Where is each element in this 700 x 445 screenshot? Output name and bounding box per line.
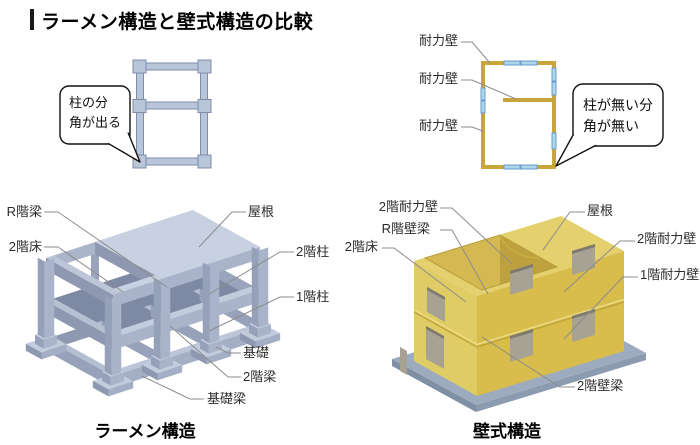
plan-window-openings bbox=[480, 60, 557, 170]
plan-column-right bbox=[200, 65, 208, 163]
label-foundation: 基礎 bbox=[243, 345, 270, 360]
bubble-line: 角が出る bbox=[69, 115, 122, 130]
label-2f-floor-left: 2階床 bbox=[8, 239, 42, 254]
plan-beam-top bbox=[135, 62, 209, 71]
page-title: ラーメン構造と壁式構造の比較 bbox=[41, 12, 314, 33]
label-roof-right: 屋根 bbox=[587, 203, 614, 218]
roof-beam bbox=[113, 279, 162, 307]
wall-3d-diagram bbox=[392, 216, 646, 412]
plan-joint bbox=[132, 59, 147, 74]
plan-joint bbox=[197, 154, 212, 169]
plan-joint bbox=[197, 59, 212, 74]
plan-bearing-walls bbox=[481, 61, 556, 169]
caption-wall: 壁式構造 bbox=[473, 422, 541, 441]
label-roof-left: 屋根 bbox=[248, 204, 275, 219]
label-foundation-beam: 基礎梁 bbox=[207, 391, 247, 406]
second-floor-beam-left bbox=[46, 301, 113, 350]
rahmen-3d-diagram bbox=[25, 210, 281, 397]
base-slab-edge bbox=[476, 353, 646, 412]
label-2f-bearing-wall-left: 2階耐力壁 bbox=[378, 199, 438, 214]
second-floor-beam-left bbox=[46, 298, 121, 338]
speech-bubble-left bbox=[59, 85, 141, 163]
plan-inner-wall bbox=[503, 98, 556, 102]
label-2f-wall-beam: 2階壁梁 bbox=[577, 378, 624, 393]
plan-joint bbox=[197, 99, 212, 113]
title-accent-bar bbox=[30, 9, 34, 30]
label-2f-bearing-wall-right: 2階耐力壁 bbox=[637, 231, 697, 246]
speech-bubble-left-text: 柱の分 角が出る bbox=[69, 93, 121, 133]
base-slab-edge bbox=[392, 359, 476, 412]
roof-slab bbox=[95, 210, 260, 279]
label-2f-column: 2階柱 bbox=[296, 244, 330, 259]
label-r-wall-beam: R階壁梁 bbox=[381, 221, 430, 236]
label-2f-floor-right: 2階床 bbox=[344, 239, 378, 254]
plan-joint bbox=[132, 99, 147, 113]
caption-rahmen: ラーメン構造 bbox=[94, 422, 196, 441]
bubble-line: 柱が無い分 bbox=[583, 97, 653, 113]
leader-lines bbox=[44, 41, 638, 400]
floor-band-highlight bbox=[413, 298, 625, 346]
bubble-line: 柱の分 bbox=[69, 95, 109, 110]
label-bearing-wall-1: 耐力壁 bbox=[418, 33, 458, 48]
plan-beam-middle bbox=[135, 101, 209, 110]
roof-beam bbox=[46, 258, 113, 307]
second-floor-beam-front bbox=[113, 290, 260, 350]
bubble-line: 角が無い bbox=[583, 118, 639, 134]
speech-bubble-right bbox=[555, 83, 664, 167]
plan-column-left bbox=[136, 65, 144, 163]
building-windows bbox=[400, 244, 595, 375]
parapet-rim bbox=[423, 234, 559, 291]
foundation-beam-front bbox=[106, 324, 261, 376]
label-bearing-wall-2: 耐力壁 bbox=[418, 71, 458, 86]
label-1f-column: 1階柱 bbox=[296, 289, 330, 304]
label-2f-beam: 2階梁 bbox=[243, 369, 277, 384]
label-r-floor-beam: R階梁 bbox=[6, 204, 42, 219]
wall-plan-diagram bbox=[480, 60, 557, 170]
plan-beam-bottom bbox=[135, 157, 209, 166]
label-1f-bearing-wall: 1階耐力壁 bbox=[640, 267, 700, 282]
speech-bubble-right-text: 柱が無い分 角が無い bbox=[583, 95, 653, 137]
second-floor-beam-front bbox=[106, 286, 260, 338]
label-bearing-wall-3: 耐力壁 bbox=[418, 118, 458, 133]
frame-plan-diagram bbox=[132, 59, 212, 169]
roof-beam bbox=[46, 255, 121, 295]
